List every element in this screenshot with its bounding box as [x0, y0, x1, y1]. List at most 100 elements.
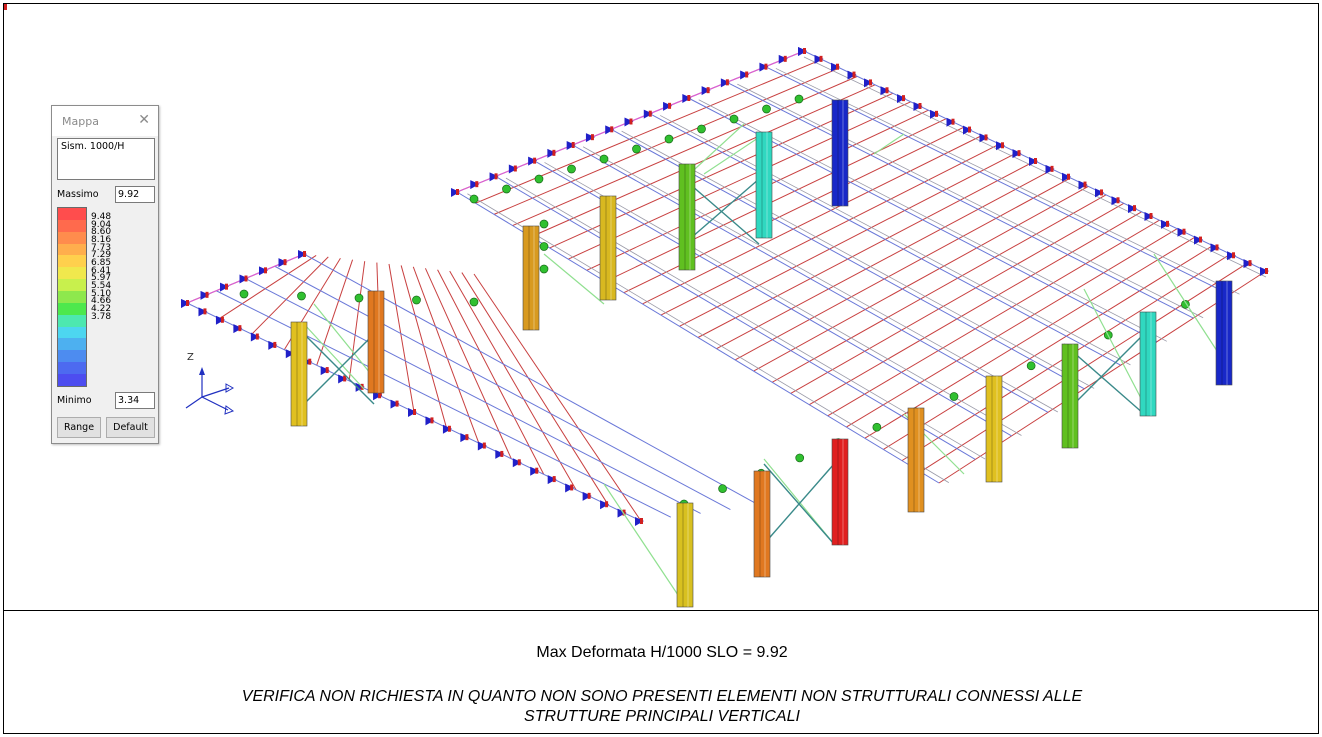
- edge-marker: [643, 109, 653, 119]
- edge-marker-tab: [1100, 189, 1103, 196]
- edge-marker-tab: [513, 165, 517, 172]
- min-value-field[interactable]: 3.34: [115, 392, 155, 409]
- x-bracing: [683, 178, 760, 245]
- edge-marker: [585, 133, 595, 143]
- roof-purlin: [642, 135, 982, 305]
- edge-marker: [508, 164, 518, 174]
- wing-purlin: [473, 273, 642, 522]
- load-case-field[interactable]: Sism. 1000/H: [57, 138, 155, 180]
- edge-marker: [1078, 180, 1088, 190]
- edge-marker: [233, 324, 243, 334]
- roof-rafter: [649, 113, 1121, 366]
- edge-marker: [1062, 172, 1071, 182]
- bracing: [603, 483, 685, 605]
- column: [599, 195, 617, 301]
- edge-marker-tab: [475, 181, 479, 188]
- edge-marker: [897, 94, 906, 104]
- joint-node: [599, 154, 609, 164]
- edge-marker-tab: [706, 87, 710, 94]
- joint-node: [949, 392, 959, 401]
- edge-marker-tab: [303, 251, 306, 257]
- edge-marker-tab: [605, 501, 609, 508]
- scale-swatch: [58, 291, 86, 303]
- edge-marker-tab: [571, 142, 575, 148]
- column: [1215, 280, 1233, 386]
- column: [290, 321, 308, 427]
- wing-purlin: [412, 266, 480, 444]
- edge-marker: [1111, 196, 1121, 206]
- close-icon[interactable]: ✕: [138, 112, 150, 128]
- edge-marker-tab: [869, 79, 872, 86]
- column: [907, 407, 925, 513]
- scale-value: 6.41: [91, 265, 112, 276]
- edge-marker: [477, 441, 487, 451]
- wing-purlin: [251, 256, 329, 335]
- scale-value: 7.29: [91, 250, 112, 261]
- joint-node: [502, 184, 511, 194]
- model-viewport[interactable]: Z Mappa ✕ Sism. 1000/H Massimo 9.92 9.48…: [4, 4, 1318, 611]
- edge-marker-tab: [378, 392, 382, 399]
- roof-purlin: [475, 58, 822, 204]
- edge-marker: [930, 109, 939, 119]
- scale-value: 9.48: [91, 212, 112, 222]
- edge-marker-tab: [764, 63, 768, 70]
- edge-marker-tab: [395, 400, 399, 407]
- max-row: Massimo 9.92: [57, 186, 155, 204]
- axis-x-arrow: [225, 383, 235, 393]
- edge-marker-tab: [552, 476, 556, 483]
- roof-purlin: [568, 101, 911, 260]
- verification-note-line1: VERIFICA NON RICHIESTA IN QUANTO NON SON…: [241, 688, 1083, 705]
- joint-node: [729, 114, 739, 124]
- scale-value: 4.66: [91, 296, 112, 307]
- edge-marker: [600, 500, 610, 510]
- edge-marker-tab: [430, 417, 434, 424]
- edge-marker: [778, 54, 788, 64]
- edge-marker-tab: [1034, 158, 1037, 164]
- edge-marker-tab: [984, 134, 988, 141]
- edge-marker: [1128, 204, 1137, 214]
- edge-marker: [298, 250, 307, 259]
- bracing: [303, 323, 365, 390]
- edge-marker-tab: [1199, 236, 1202, 243]
- column: [1061, 343, 1079, 449]
- max-deformation-caption: Max Deformata H/1000 SLO = 9.92: [536, 644, 788, 661]
- mappa-titlebar[interactable]: Mappa ✕: [52, 106, 158, 136]
- scale-value: 5.10: [91, 288, 112, 299]
- roof-rafter: [726, 81, 1194, 319]
- roof-purlin: [827, 219, 1160, 417]
- joint-node: [469, 297, 479, 307]
- edge-marker-tab: [918, 103, 922, 109]
- joint-node: [794, 94, 804, 104]
- joint-node: [795, 453, 805, 463]
- edge-marker-tab: [610, 126, 614, 133]
- wing-purlin: [348, 261, 366, 381]
- edge-marker-tab: [1265, 268, 1268, 274]
- edge-marker: [338, 374, 348, 384]
- edge-marker: [181, 299, 190, 308]
- scale-swatch: [58, 314, 86, 327]
- scale-value: 3.78: [91, 311, 112, 322]
- edge-marker: [582, 491, 592, 501]
- wing-purlin: [400, 265, 447, 428]
- structural-model-3d[interactable]: Z: [4, 4, 1318, 611]
- edge-marker-tab: [745, 71, 749, 78]
- edge-marker: [239, 274, 249, 284]
- column: [367, 290, 385, 394]
- roof-purlin: [790, 202, 1125, 394]
- scale-value: 9.04: [91, 219, 112, 230]
- edge-marker: [624, 117, 634, 127]
- edge-marker: [470, 180, 480, 190]
- edge-marker-tab: [935, 110, 938, 117]
- edge-marker-tab: [413, 409, 416, 415]
- wing-purlin: [219, 255, 317, 319]
- scale-swatch: [58, 267, 86, 280]
- roof-purlin: [883, 245, 1213, 450]
- edge-marker-tab: [570, 484, 574, 491]
- edge-marker: [831, 62, 840, 72]
- edge-marker-tab: [1050, 165, 1054, 172]
- edge-marker-tab: [587, 492, 591, 499]
- default-button[interactable]: Default: [106, 417, 155, 438]
- max-value-field[interactable]: 9.92: [115, 186, 155, 203]
- range-button[interactable]: Range: [57, 417, 101, 438]
